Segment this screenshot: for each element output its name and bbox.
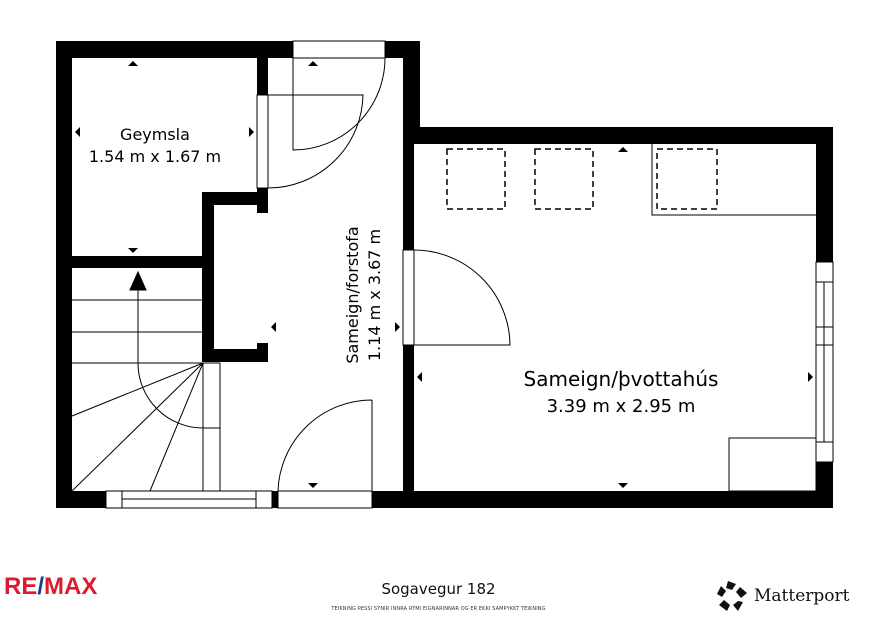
dimension-markers (75, 61, 813, 488)
door-swings (267, 57, 511, 492)
walls (56, 41, 833, 508)
matterport-icon (717, 581, 747, 611)
stairs (71, 270, 221, 492)
appliance-2 (534, 148, 594, 210)
geymsla-door-frame (256, 94, 269, 189)
appliance-1 (446, 148, 506, 210)
address-title: Sogavegur 182 (381, 580, 496, 598)
openings (105, 40, 834, 509)
counter-box (728, 437, 817, 492)
entry-door-frame (292, 40, 386, 59)
room-dims-forstofa: 1.14 m x 3.67 m (365, 229, 384, 361)
room-name-forstofa: Sameign/forstofa (343, 226, 362, 363)
appliance-3 (656, 148, 718, 210)
fixtures (446, 144, 817, 492)
room-dims-thvottahus: 3.39 m x 2.95 m (547, 396, 696, 417)
room-name-thvottahus: Sameign/þvottahús (524, 367, 719, 391)
laundry-door-frame (402, 249, 415, 346)
bottom-door-frame (277, 490, 373, 509)
room-labels: Geymsla 1.54 m x 1.67 m Sameign/forstofa… (89, 125, 719, 417)
room-name-geymsla: Geymsla (120, 125, 190, 144)
remax-logo: RE/MAX (4, 573, 98, 600)
disclaimer: TEIKNING ÞESSI SÝNIR INNRA RÝMI EIGNARIN… (331, 606, 546, 612)
room-dims-geymsla: 1.54 m x 1.67 m (89, 147, 221, 166)
matterport-wordmark: Matterport (754, 586, 850, 606)
matterport-logo: Matterport (716, 580, 849, 612)
